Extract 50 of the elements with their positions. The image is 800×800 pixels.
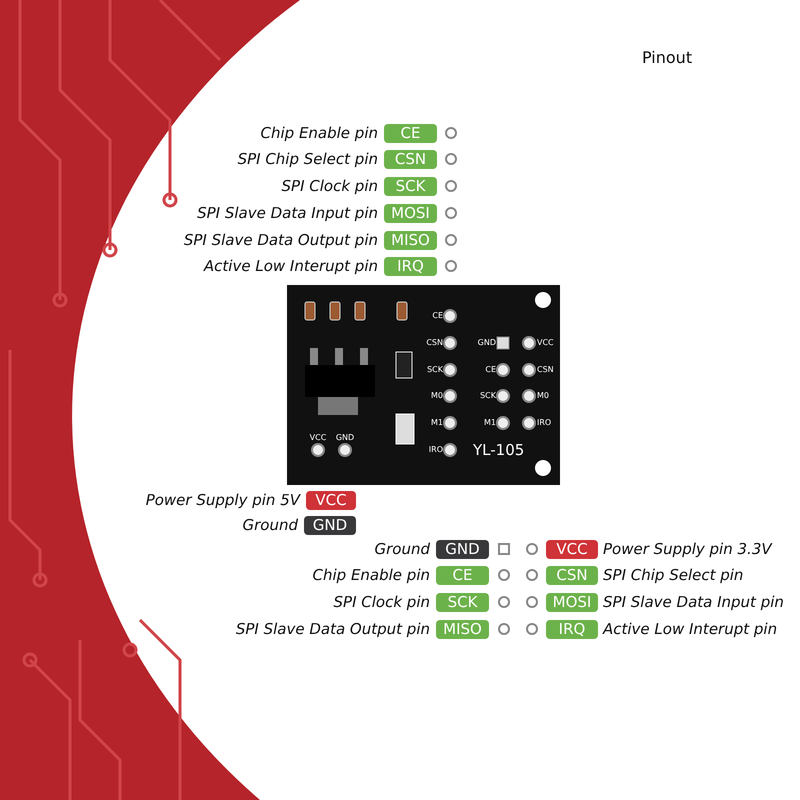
pin-name-badge: CSN [546, 566, 598, 584]
silkscreen-label: VCC [537, 338, 554, 348]
pin-description: SPI Clock pin [334, 592, 430, 612]
pin-name-badge: IRQ [546, 620, 598, 638]
pin-description: Ground [374, 539, 430, 559]
pin-name-badge: MOSI [546, 592, 598, 612]
pin-description: SPI Slave Data Input pin [603, 592, 784, 612]
silkscreen-label: GND [335, 433, 355, 443]
silkscreen-label: M1 [484, 418, 496, 428]
pin-description: Chip Enable pin [260, 123, 378, 143]
pin-name-badge: SCK [384, 176, 437, 196]
pin-description: Power Supply pin 3.3V [603, 539, 772, 559]
pin-name-badge: VCC [546, 540, 598, 558]
pin-name-badge: IRQ [384, 256, 437, 276]
pin-name-badge: CE [384, 124, 437, 142]
silkscreen-label: CSN [426, 338, 443, 348]
silkscreen-label: IRO [428, 445, 443, 455]
pin-description: SPI Slave Data Input pin [197, 203, 378, 223]
pin-name-badge: GND [436, 540, 489, 558]
title: Pinout [642, 48, 692, 67]
board-marking: YL-105 [473, 441, 524, 459]
pin-name-badge: CE [436, 566, 489, 584]
pin-description: SPI Clock pin [282, 176, 378, 196]
pin-description: Ground [242, 515, 298, 535]
silkscreen-label: M0 [537, 391, 549, 401]
silkscreen-label: M1 [431, 418, 443, 428]
pin-name-badge: MISO [436, 620, 489, 638]
pin-description: SPI Chip Select pin [238, 149, 378, 169]
silkscreen-label: CE [432, 311, 443, 321]
pin-name-badge: VCC [306, 490, 356, 510]
pin-name-badge: SCK [436, 592, 489, 612]
pin-description: SPI Slave Data Output pin [184, 230, 378, 250]
pin-description: Active Low Interupt pin [204, 256, 378, 276]
silkscreen-label: GND [478, 338, 496, 348]
silkscreen-label: SCK [480, 391, 496, 401]
silkscreen-label: IRO [537, 418, 552, 428]
silkscreen-label: M0 [431, 391, 443, 401]
pin-name-badge: CSN [384, 150, 437, 168]
pin-description: Active Low Interupt pin [603, 619, 778, 639]
pin-name-badge: MISO [384, 230, 437, 250]
pin-description: Chip Enable pin [312, 565, 430, 585]
silkscreen-label: CSN [537, 365, 554, 375]
silkscreen-label: VCC [308, 433, 328, 443]
pin-name-badge: GND [304, 516, 356, 534]
pin-name-badge: MOSI [384, 204, 437, 222]
silkscreen-label: SCK [427, 365, 443, 375]
pin-description: SPI Chip Select pin [603, 565, 744, 585]
silkscreen-label: CE [485, 365, 496, 375]
pin-description: Power Supply pin 5V [146, 490, 300, 510]
pin-description: SPI Slave Data Output pin [236, 619, 430, 639]
